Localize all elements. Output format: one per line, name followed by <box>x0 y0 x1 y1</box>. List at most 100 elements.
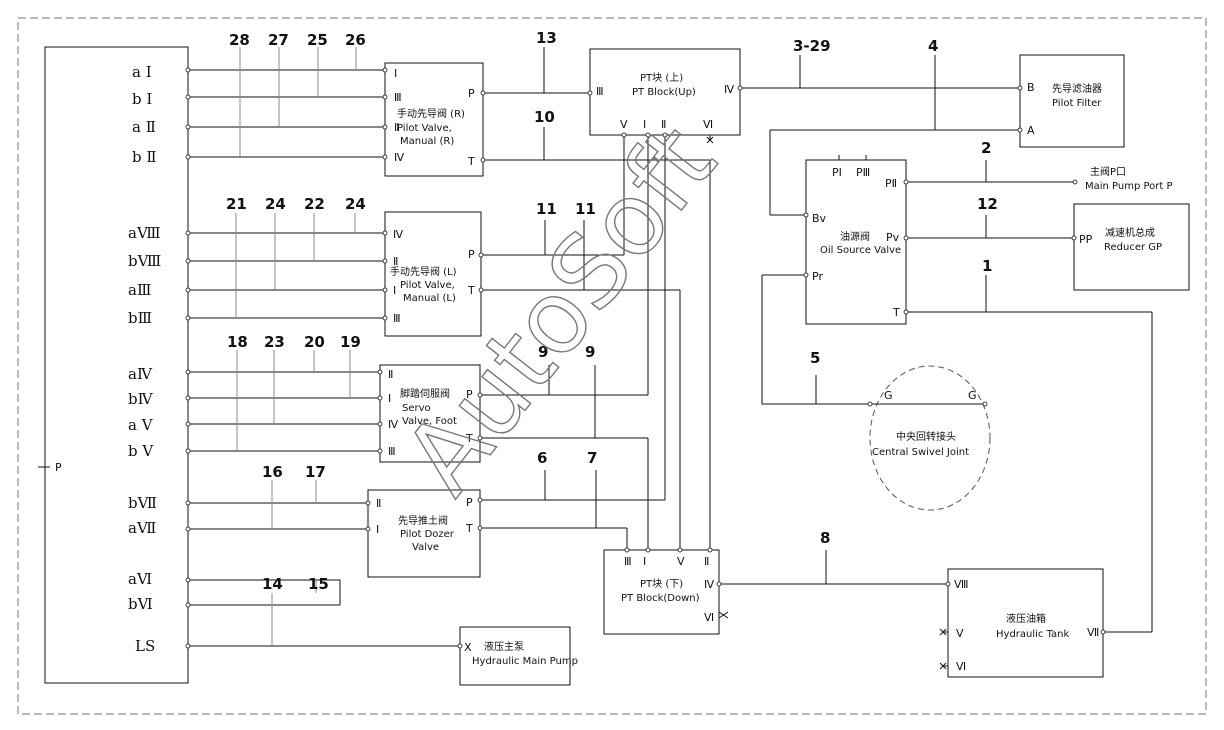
svg-text:Ⅰ: Ⅰ <box>394 67 397 80</box>
svg-text:Ⅰ: Ⅰ <box>643 555 646 568</box>
svg-text:Bv: Bv <box>812 212 827 225</box>
leader-lines <box>235 47 357 646</box>
svg-text:Pv: Pv <box>886 231 900 244</box>
pilot-valve-left: Ⅳ Ⅱ Ⅰ Ⅲ P T 手动先导阀 (L) Pilot Valve, Manua… <box>384 211 482 337</box>
line-number: 19 <box>340 333 361 351</box>
svg-text:Main Pump Port P: Main Pump Port P <box>1085 181 1173 192</box>
svg-text:Pilot Dozer: Pilot Dozer <box>400 529 455 540</box>
svg-text:P: P <box>466 496 473 509</box>
svg-text:Pilot Valve,: Pilot Valve, <box>397 123 452 134</box>
line-number: 18 <box>227 333 248 351</box>
line-number: 9 <box>538 343 548 361</box>
svg-text:PT Block(Up): PT Block(Up) <box>632 87 696 98</box>
svg-text:脚踏伺服阀: 脚踏伺服阀 <box>400 387 450 400</box>
hydraulic-tank: Ⅷ Ⅴ Ⅵ Ⅶ 液压油箱 Hydraulic Tank <box>947 568 1104 678</box>
svg-text:Servo: Servo <box>402 403 431 414</box>
svg-text:液压油箱: 液压油箱 <box>1006 612 1046 625</box>
svg-text:Valve: Valve <box>412 542 439 553</box>
svg-text:Ⅱ: Ⅱ <box>394 121 399 134</box>
port-label: b Ⅱ <box>132 148 157 166</box>
svg-text:Reducer GP: Reducer GP <box>1104 242 1162 253</box>
p-port-label: P <box>55 461 62 474</box>
svg-text:Ⅱ: Ⅱ <box>393 255 398 268</box>
port-label: a Ⅴ <box>128 416 154 434</box>
svg-text:G: G <box>968 389 977 402</box>
line-number: 11 <box>575 200 596 218</box>
line-number: 11 <box>536 200 557 218</box>
port-label: aⅦ <box>128 519 156 537</box>
svg-text:中央回转接头: 中央回转接头 <box>896 430 956 443</box>
connection-lines <box>480 47 1153 667</box>
port-dots <box>185 67 1106 649</box>
pilot-filter: B A 先导滤油器 Pilot Filter <box>1019 54 1125 148</box>
line-number: 12 <box>977 195 998 213</box>
svg-text:手动先导阀 (L): 手动先导阀 (L) <box>390 265 457 278</box>
svg-text:Pilot Filter: Pilot Filter <box>1052 98 1102 109</box>
svg-text:P: P <box>468 248 475 261</box>
svg-text:Ⅴ: Ⅴ <box>620 118 628 131</box>
line-number: 3-29 <box>793 37 831 55</box>
svg-text:Ⅱ: Ⅱ <box>388 368 393 381</box>
port-label: bⅣ <box>128 390 154 408</box>
line-number: 28 <box>229 31 250 49</box>
line-number: 10 <box>534 108 555 126</box>
svg-text:Ⅲ: Ⅲ <box>388 445 396 458</box>
line-number-labels: 28 27 25 26 13 3-29 4 10 2 12 1 21 24 22… <box>226 29 998 593</box>
pipe-lines <box>188 69 460 647</box>
svg-text:PT块 (上): PT块 (上) <box>640 72 683 84</box>
line-number: 2 <box>981 139 991 157</box>
svg-text:Ⅰ: Ⅰ <box>376 523 379 536</box>
port-label: LS <box>135 637 155 655</box>
svg-text:Ⅰ: Ⅰ <box>643 118 646 131</box>
svg-text:A: A <box>1027 124 1035 137</box>
svg-text:Ⅲ: Ⅲ <box>393 312 401 325</box>
svg-text:减速机总成: 减速机总成 <box>1105 226 1155 239</box>
svg-text:PⅡ: PⅡ <box>885 177 897 190</box>
line-number: 9 <box>585 343 595 361</box>
svg-text:Ⅳ: Ⅳ <box>724 83 735 96</box>
pt-block-down: Ⅲ Ⅰ Ⅴ Ⅱ Ⅳ Ⅵ PT块 (下) PT Block(Down) <box>603 549 720 635</box>
line-number: 16 <box>262 463 283 481</box>
svg-text:T: T <box>892 306 900 319</box>
svg-text:Ⅷ: Ⅷ <box>954 578 969 591</box>
port-label: b Ⅴ <box>128 442 154 460</box>
servo-valve-foot: Ⅱ Ⅰ Ⅳ Ⅲ P T 脚踏伺服阀 Servo Valve, Foot <box>379 364 481 463</box>
svg-text:Valve, Foot: Valve, Foot <box>402 416 457 427</box>
line-number: 6 <box>537 449 547 467</box>
port-label: a Ⅱ <box>132 118 156 136</box>
svg-text:Manual (R): Manual (R) <box>400 136 454 147</box>
svg-text:Hydraulic Tank: Hydraulic Tank <box>996 629 1070 640</box>
line-number: 21 <box>226 195 247 213</box>
svg-text:B: B <box>1027 81 1035 94</box>
central-swivel-joint: G G 中央回转接头 Central Swivel Joint <box>869 365 991 511</box>
svg-text:Ⅱ: Ⅱ <box>376 497 381 510</box>
port-label: bⅢ <box>128 309 152 327</box>
left-port-labels: a Ⅰ b Ⅰ a Ⅱ b Ⅱ aⅧ bⅧ aⅢ bⅢ aⅣ bⅣ a Ⅴ b … <box>128 63 161 655</box>
svg-text:先导滤油器: 先导滤油器 <box>1052 82 1102 95</box>
svg-text:Ⅵ: Ⅵ <box>956 660 966 673</box>
line-number: 22 <box>304 195 325 213</box>
svg-text:Ⅰ: Ⅰ <box>393 284 396 297</box>
svg-text:Ⅳ: Ⅳ <box>394 151 405 164</box>
svg-text:T: T <box>467 284 475 297</box>
line-number: 20 <box>304 333 325 351</box>
pilot-dozer-valve: Ⅱ Ⅰ P T 先导推土阀 Pilot Dozer Valve <box>367 489 481 578</box>
svg-text:Ⅳ: Ⅳ <box>393 228 404 241</box>
line-number: 24 <box>345 195 366 213</box>
svg-text:Ⅵ: Ⅵ <box>703 118 713 131</box>
line-number: 25 <box>307 31 328 49</box>
line-number: 1 <box>982 257 992 275</box>
svg-text:Ⅲ: Ⅲ <box>596 85 604 98</box>
svg-text:X: X <box>464 641 472 654</box>
plug-marks <box>706 136 947 670</box>
svg-text:PT Block(Down): PT Block(Down) <box>621 593 700 604</box>
svg-text:Ⅲ: Ⅲ <box>394 91 402 104</box>
svg-text:Ⅱ: Ⅱ <box>661 118 666 131</box>
svg-text:T: T <box>467 155 475 168</box>
svg-text:T: T <box>465 432 473 445</box>
svg-text:Oil Source Valve: Oil Source Valve <box>820 245 901 256</box>
main-pump-port-label: 主阀P口 Main Pump Port P <box>1085 165 1173 192</box>
svg-text:Ⅲ: Ⅲ <box>624 555 632 568</box>
port-label: bⅦ <box>128 494 157 512</box>
